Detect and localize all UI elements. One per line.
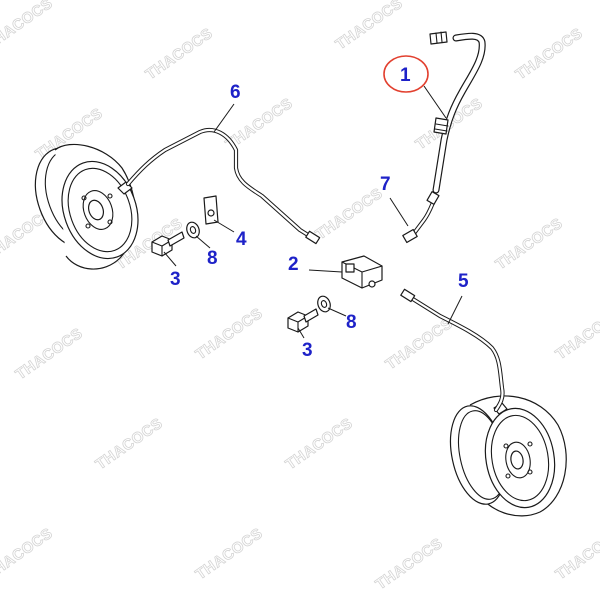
leader-8a <box>195 235 211 249</box>
callout-6: 6 <box>230 82 241 103</box>
leader-lines <box>163 85 463 339</box>
watermark-text: THACOCS <box>553 525 600 583</box>
watermark-text: THACOCS <box>0 0 56 53</box>
left-wheel <box>34 143 139 270</box>
callout-1: 1 <box>400 65 411 86</box>
callout-5: 5 <box>458 271 469 292</box>
junction-block <box>341 255 383 289</box>
watermark-text: THACOCS <box>93 415 166 473</box>
leader-3a <box>163 251 177 267</box>
watermark-text: THACOCS <box>313 185 386 243</box>
leader-8b <box>327 307 347 317</box>
watermark-text: THACOCS <box>513 25 586 83</box>
watermark-text: THACOCS <box>333 0 406 53</box>
watermark-text: THACOCS <box>143 25 216 83</box>
watermark-text: THACOCS <box>193 525 266 583</box>
leader-1 <box>423 85 447 119</box>
callout-7: 7 <box>380 174 391 195</box>
watermark-text: THACOCS <box>13 325 86 383</box>
clip <box>203 195 219 225</box>
watermark-text: THACOCS <box>553 305 600 363</box>
watermark-text: THACOCS <box>283 415 356 473</box>
callout-3b: 3 <box>302 340 313 361</box>
watermark-text: THACOCS <box>373 535 446 593</box>
washer-left <box>186 221 200 239</box>
bolt-right <box>287 308 319 333</box>
bolt-left <box>151 231 185 257</box>
brake-hose <box>429 31 486 194</box>
leader-4 <box>213 219 235 233</box>
callout-3a: 3 <box>170 269 181 290</box>
callout-4: 4 <box>236 229 247 250</box>
callout-8a: 8 <box>207 248 218 269</box>
leader-5 <box>447 295 463 325</box>
callout-8b: 8 <box>346 312 357 333</box>
watermark-text: THACOCS <box>0 525 56 583</box>
right-wheel <box>449 395 567 517</box>
leader-6 <box>213 103 235 133</box>
leader-7 <box>389 197 409 227</box>
callout-labels: 1 2 3 3 4 5 6 7 8 8 <box>170 65 469 361</box>
callout-2: 2 <box>288 254 299 275</box>
washer-right <box>317 295 331 313</box>
highlight-circle <box>383 55 429 93</box>
leader-3b <box>297 327 305 339</box>
watermark-text: THACOCS <box>383 315 456 373</box>
brake-pipe-right <box>400 288 505 413</box>
brake-pipe-left <box>125 127 321 245</box>
leader-2 <box>308 269 343 273</box>
watermark-text: THACOCS <box>193 305 266 363</box>
watermark-text: THACOCS <box>493 215 566 273</box>
brake-pipe-center <box>402 191 440 244</box>
